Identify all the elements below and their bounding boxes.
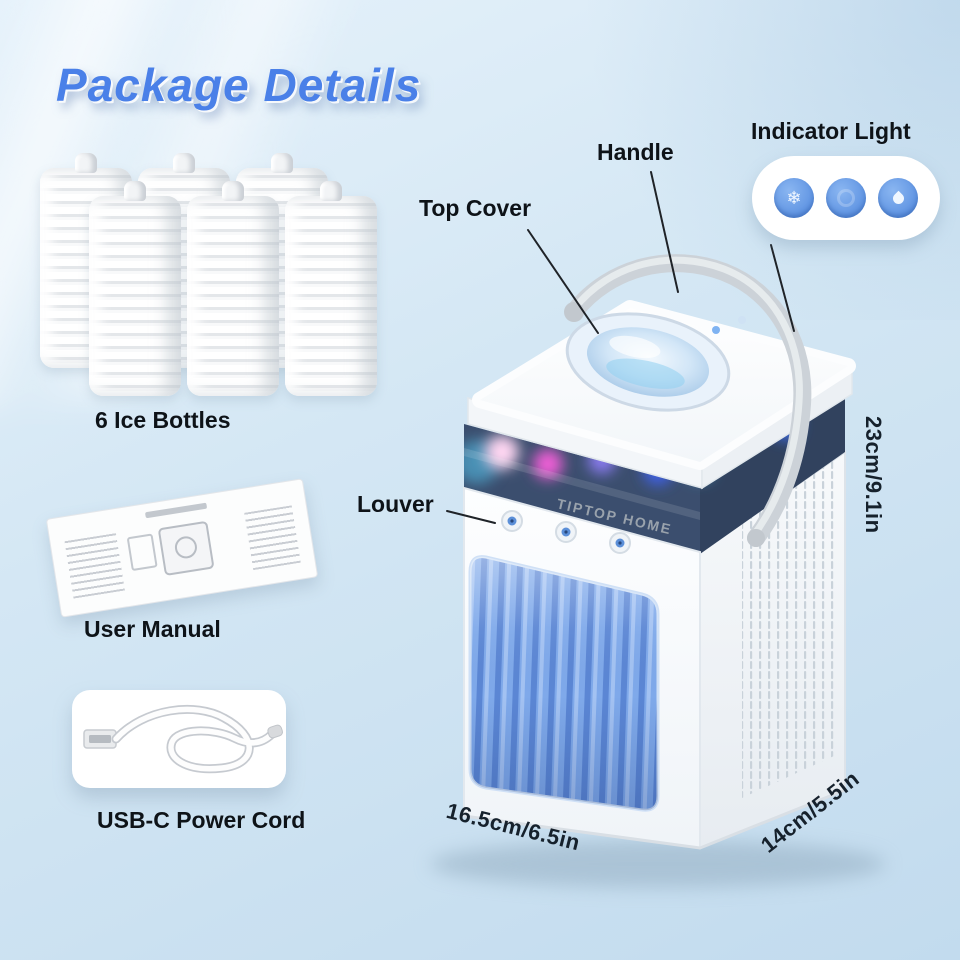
fan-mode-button — [826, 178, 866, 218]
ice-bottle — [89, 181, 181, 396]
ice-bottle — [187, 181, 279, 396]
manual-small-figure — [126, 533, 158, 572]
side-vents-icon — [742, 458, 834, 798]
callout-label-top-cover: Top Cover — [419, 195, 532, 221]
usb-cable-graphic — [72, 690, 286, 788]
light-band-side — [700, 390, 845, 554]
indicator-light-panel: ❄ — [752, 156, 940, 240]
callout-label-louver: Louver — [357, 491, 434, 517]
callout-line-top-cover — [527, 229, 599, 334]
base-edge — [463, 788, 846, 850]
page-title: Package Details — [56, 59, 422, 111]
status-dot-icon — [738, 316, 746, 324]
callout-lines — [446, 171, 795, 524]
callout-line-handle — [650, 171, 679, 293]
usb-cord-label: USB-C Power Cord — [97, 807, 306, 833]
status-dot-icon — [712, 326, 720, 334]
mist-nozzle-icon — [501, 510, 523, 532]
ring-icon — [837, 189, 855, 207]
snowflake-icon: ❄ — [786, 188, 802, 208]
handle-strap — [564, 254, 812, 547]
top-cover-lens — [565, 312, 731, 412]
mist-nozzle-icon — [555, 521, 577, 543]
ice-bottles-label: 6 Ice Bottles — [95, 407, 231, 433]
ice-bottle — [285, 181, 377, 396]
usb-a-pins — [89, 735, 111, 743]
light-band-front — [464, 424, 700, 554]
water-drop-icon — [890, 190, 906, 206]
dimension-height-label: 23cm/9.1in — [861, 416, 886, 534]
cool-mode-button: ❄ — [774, 178, 814, 218]
mist-nozzles — [501, 510, 631, 554]
manual-device-figure — [157, 520, 215, 576]
usb-cable-wire — [113, 706, 275, 772]
louver-panel — [468, 555, 660, 812]
callout-line-louver — [446, 510, 496, 524]
user-manual-label: User Manual — [84, 616, 221, 642]
mist-mode-button — [878, 178, 918, 218]
usb-cable-icon — [83, 704, 283, 774]
manual-title-bar — [144, 502, 208, 519]
callout-label-indicator-light: Indicator Light — [751, 118, 911, 144]
manual-text-lines — [64, 533, 125, 599]
callout-line-indicator — [770, 244, 795, 332]
ground-shadow — [430, 840, 886, 888]
manual-text-lines — [244, 505, 301, 571]
cooler-product: TIPTOP HOME — [463, 254, 856, 850]
usb-c-tip — [267, 724, 283, 739]
mist-nozzle-icon — [609, 532, 631, 554]
callout-label-handle: Handle — [597, 139, 674, 165]
